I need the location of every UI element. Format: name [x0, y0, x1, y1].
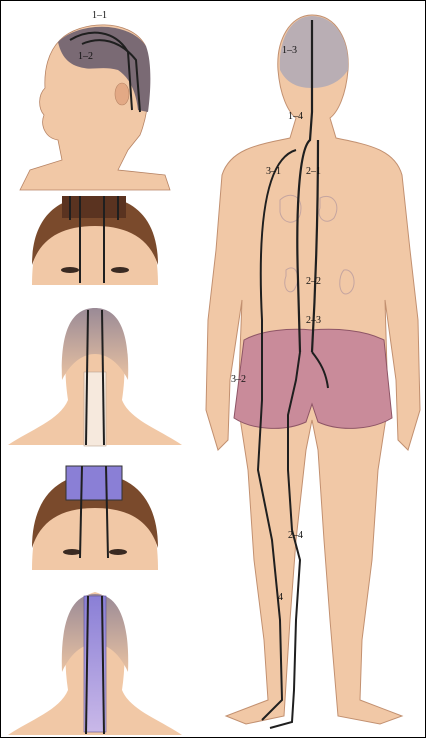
label-lower-back: 2–3 — [306, 316, 321, 326]
label-calf: 2–4 — [288, 531, 303, 541]
label-left-hip: 3–2 — [231, 375, 246, 385]
forehead-band-view — [32, 466, 158, 570]
label-back-head: 1–3 — [282, 46, 297, 56]
label-head-side: 1–2 — [78, 52, 93, 62]
label-mid-back: 2–2 — [306, 277, 321, 287]
neck-back-view — [8, 308, 182, 446]
label-lower-leg: 4 — [278, 593, 283, 603]
neck-band-view — [8, 592, 182, 735]
label-left-back: 3–1 — [266, 167, 281, 177]
back-figure — [206, 15, 420, 728]
label-head-top: 1–1 — [92, 11, 107, 21]
head-side-view — [20, 25, 170, 190]
forehead-front-view — [32, 196, 158, 285]
label-neck: 1–4 — [288, 112, 303, 122]
label-right-back: 2–1 — [306, 167, 321, 177]
